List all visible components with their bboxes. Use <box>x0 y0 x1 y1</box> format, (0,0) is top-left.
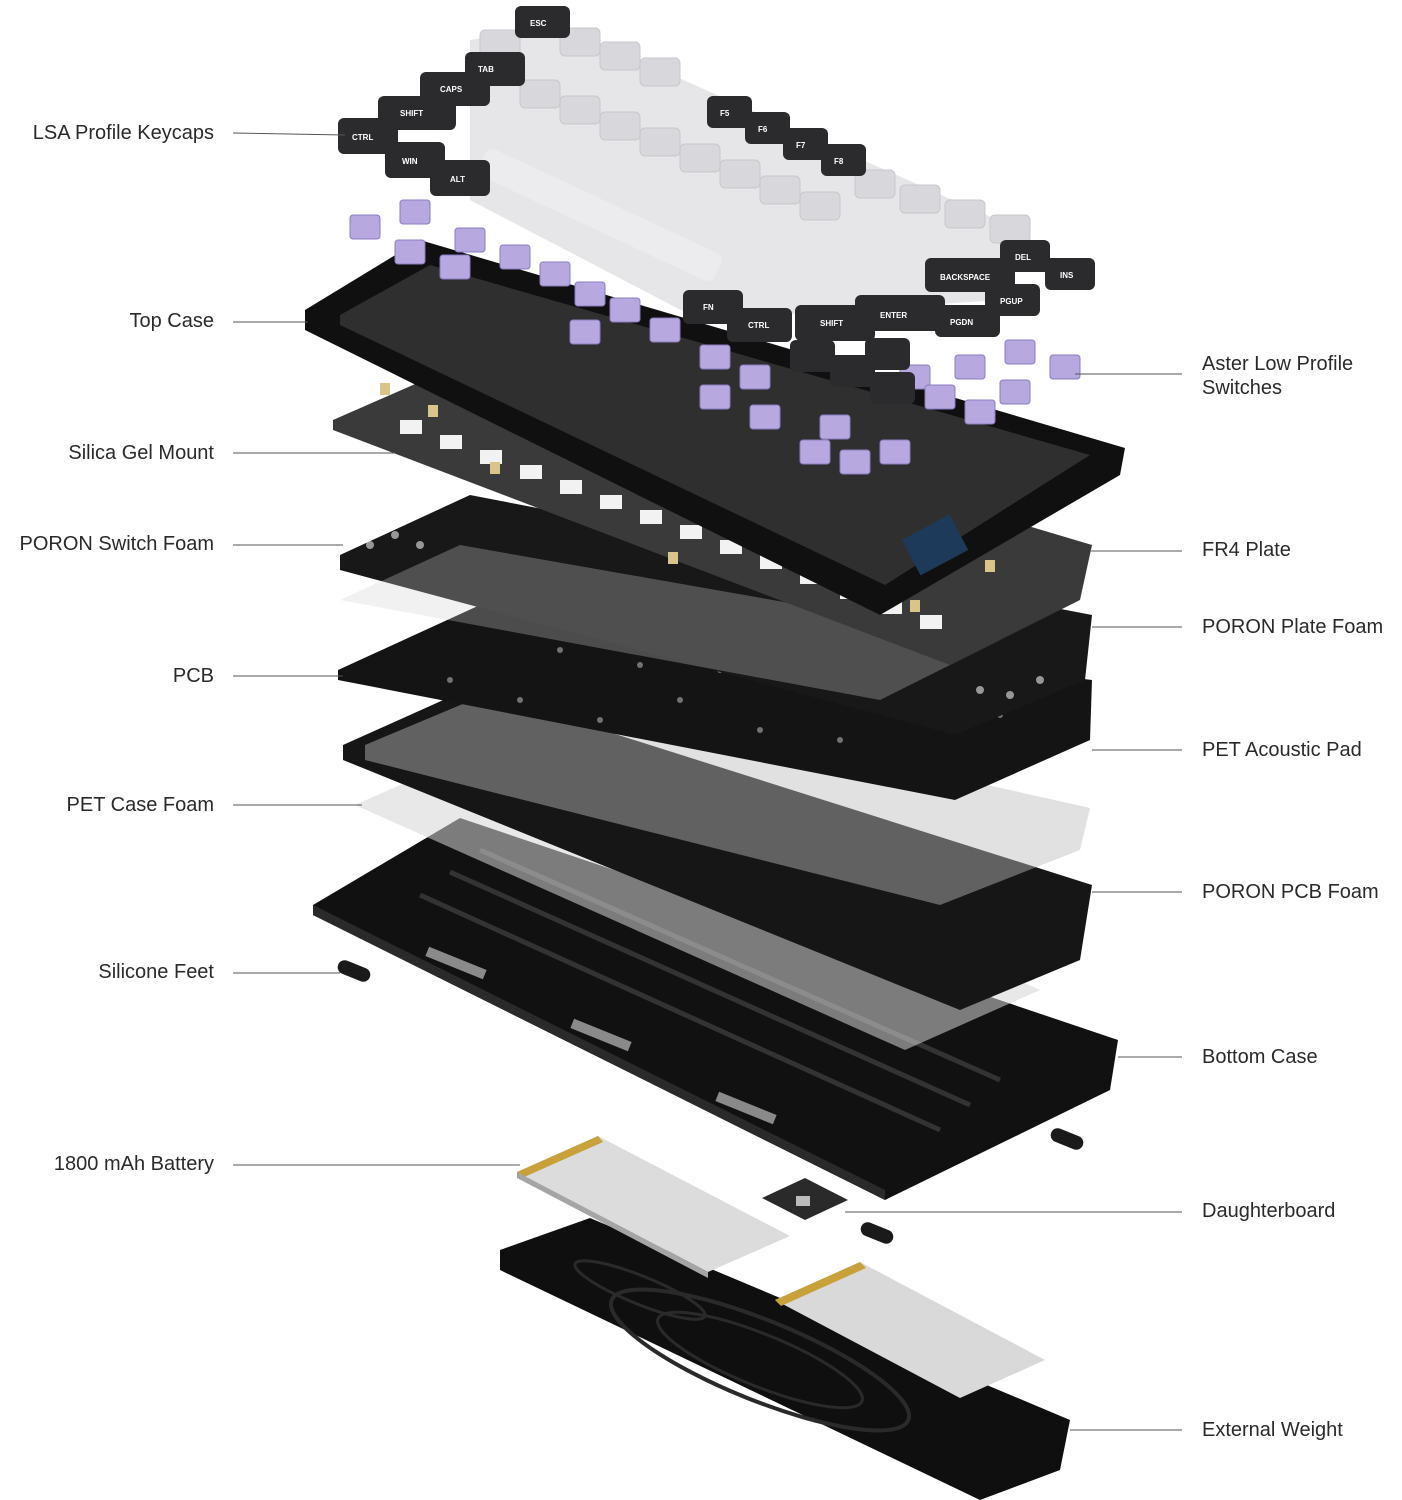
label-aster-line-2: Switches <box>1202 377 1283 399</box>
label-silicone-feet: Silicone Feet <box>98 961 214 983</box>
key-shift-right: SHIFT <box>820 319 843 328</box>
label-poron-pcb-foam: PORON PCB Foam <box>1202 881 1379 903</box>
key-pgdn: PGDN <box>950 318 973 327</box>
poron-pcb-foam-part <box>343 688 1092 1010</box>
keycaps-part: ESC TAB CAPS SHIFT CTRL WIN ALT F5 F6 F7… <box>338 6 1095 404</box>
label-aster-line-1: Aster Low Profile <box>1202 353 1354 375</box>
key-del: DEL <box>1015 253 1031 262</box>
pet-acoustic-pad-part <box>365 680 1090 905</box>
key-fn: FN <box>703 303 714 312</box>
key-enter: ENTER <box>880 311 907 320</box>
battery-part <box>517 1136 790 1278</box>
label-fr4-plate: FR4 Plate <box>1202 539 1291 561</box>
label-silica-gel-mount: Silica Gel Mount <box>68 442 214 464</box>
label-bottom-case: Bottom Case <box>1202 1046 1318 1068</box>
key-pgup: PGUP <box>1000 297 1023 306</box>
label-aster-low-profile-switches: Aster Low Profile Switches <box>1202 352 1353 400</box>
key-f7: F7 <box>796 141 806 150</box>
label-top-case: Top Case <box>129 310 215 332</box>
poron-switch-foam-part <box>340 545 1000 700</box>
key-caps: CAPS <box>440 85 463 94</box>
leader-lines <box>232 132 1182 1431</box>
label-lsa-profile-keycaps: LSA Profile Keycaps <box>32 122 214 144</box>
key-alt: ALT <box>450 175 465 184</box>
key-esc: ESC <box>530 19 547 28</box>
external-weight-part <box>500 1218 1070 1500</box>
label-poron-switch-foam: PORON Switch Foam <box>19 533 214 555</box>
key-ins: INS <box>1060 271 1074 280</box>
poron-plate-foam-part <box>340 495 1092 735</box>
key-tab: TAB <box>478 65 494 74</box>
key-ctrl: CTRL <box>352 133 373 142</box>
label-poron-plate-foam: PORON Plate Foam <box>1202 616 1384 638</box>
silicone-feet-parts <box>337 960 1084 1244</box>
label-pet-case-foam: PET Case Foam <box>66 794 214 816</box>
key-f8: F8 <box>834 157 844 166</box>
key-backspace: BACKSPACE <box>940 273 991 282</box>
label-pet-acoustic-pad: PET Acoustic Pad <box>1202 739 1362 761</box>
label-daughterboard: Daughterboard <box>1202 1200 1336 1222</box>
top-case-part <box>305 240 1125 615</box>
label-external-weight: External Weight <box>1202 1419 1343 1441</box>
key-f6: F6 <box>758 125 768 134</box>
key-ctrl-right: CTRL <box>748 321 769 330</box>
label-pcb: PCB <box>172 665 214 687</box>
key-win: WIN <box>402 157 418 166</box>
daughterboard-part <box>762 1178 848 1220</box>
label-battery: 1800 mAh Battery <box>53 1153 214 1175</box>
key-shift: SHIFT <box>400 109 423 118</box>
switches-part <box>349 199 1081 475</box>
key-f5: F5 <box>720 109 730 118</box>
